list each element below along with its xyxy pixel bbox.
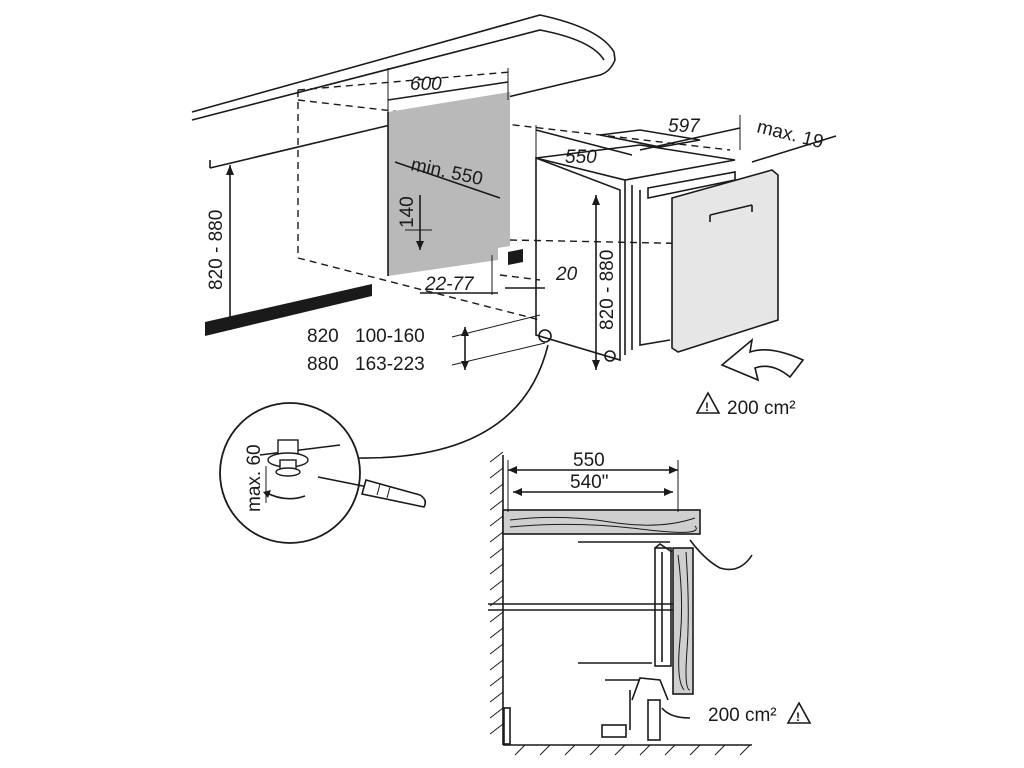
height-left-label: 820 - 880 <box>206 210 227 290</box>
height-right-label: 820 - 880 <box>597 250 618 330</box>
niche-width-label: 600 <box>410 74 442 95</box>
max-door-label: max. 19 <box>755 116 826 153</box>
foot-table: 820 100-160 880 163-223 <box>307 314 546 375</box>
appliance-door <box>647 169 779 353</box>
table-row1-height: 820 <box>307 326 339 347</box>
section-dimension-540: 540" <box>513 472 673 496</box>
plinth-left <box>205 284 372 336</box>
dimension-max-19: max. 19 <box>751 116 837 163</box>
section-view <box>488 451 753 756</box>
dimension-600: 600 <box>387 68 509 120</box>
callout-leader <box>357 344 549 459</box>
rear-gap-label: 22-77 <box>424 274 475 295</box>
dimension-550: 550 <box>535 125 633 168</box>
dimension-20: 20 <box>505 264 578 289</box>
appliance-body <box>535 129 736 362</box>
section-worktop <box>502 509 701 535</box>
svg-text:!: ! <box>796 710 800 724</box>
appliance-width-label: 597 <box>668 116 701 137</box>
foot-max-label: max. 60 <box>244 444 265 512</box>
vent-top-label: 200 cm² <box>727 398 796 419</box>
vent-bottom-label: 200 cm² <box>708 705 777 726</box>
height-dimension-left: 820 - 880 <box>206 165 234 330</box>
table-row2-range: 163-223 <box>355 354 425 375</box>
dimension-22-77: 22-77 <box>420 255 498 295</box>
worktop <box>191 14 616 169</box>
vent-top-note: ! 200 cm² <box>695 391 796 419</box>
back-panel <box>388 92 510 276</box>
plinth-gap-label: 140 <box>397 196 418 228</box>
svg-text:!: ! <box>705 400 709 414</box>
screwdriver-icon <box>317 476 427 508</box>
section-dimension-550: 550 <box>507 450 679 512</box>
plinth-right <box>508 249 523 265</box>
vent-bottom-note: 200 cm² ! <box>708 701 812 726</box>
foot-detail: max. 60 <box>219 402 361 544</box>
section-depth-label: 550 <box>573 450 605 471</box>
warning-icon <box>786 701 812 724</box>
side-gap-label: 20 <box>555 264 578 285</box>
table-row2-height: 880 <box>307 354 339 375</box>
warning-icon <box>695 391 721 414</box>
section-door <box>672 547 694 695</box>
section-inner-label: 540" <box>570 472 608 493</box>
dimension-140: 140 <box>397 195 432 250</box>
height-dimension-right: 820 - 880 <box>592 195 618 370</box>
dimension-597: 597 <box>639 115 741 151</box>
airflow-arrow-icon <box>720 338 805 382</box>
appliance-depth-label: 550 <box>565 147 597 168</box>
table-row1-range: 100-160 <box>355 326 425 347</box>
